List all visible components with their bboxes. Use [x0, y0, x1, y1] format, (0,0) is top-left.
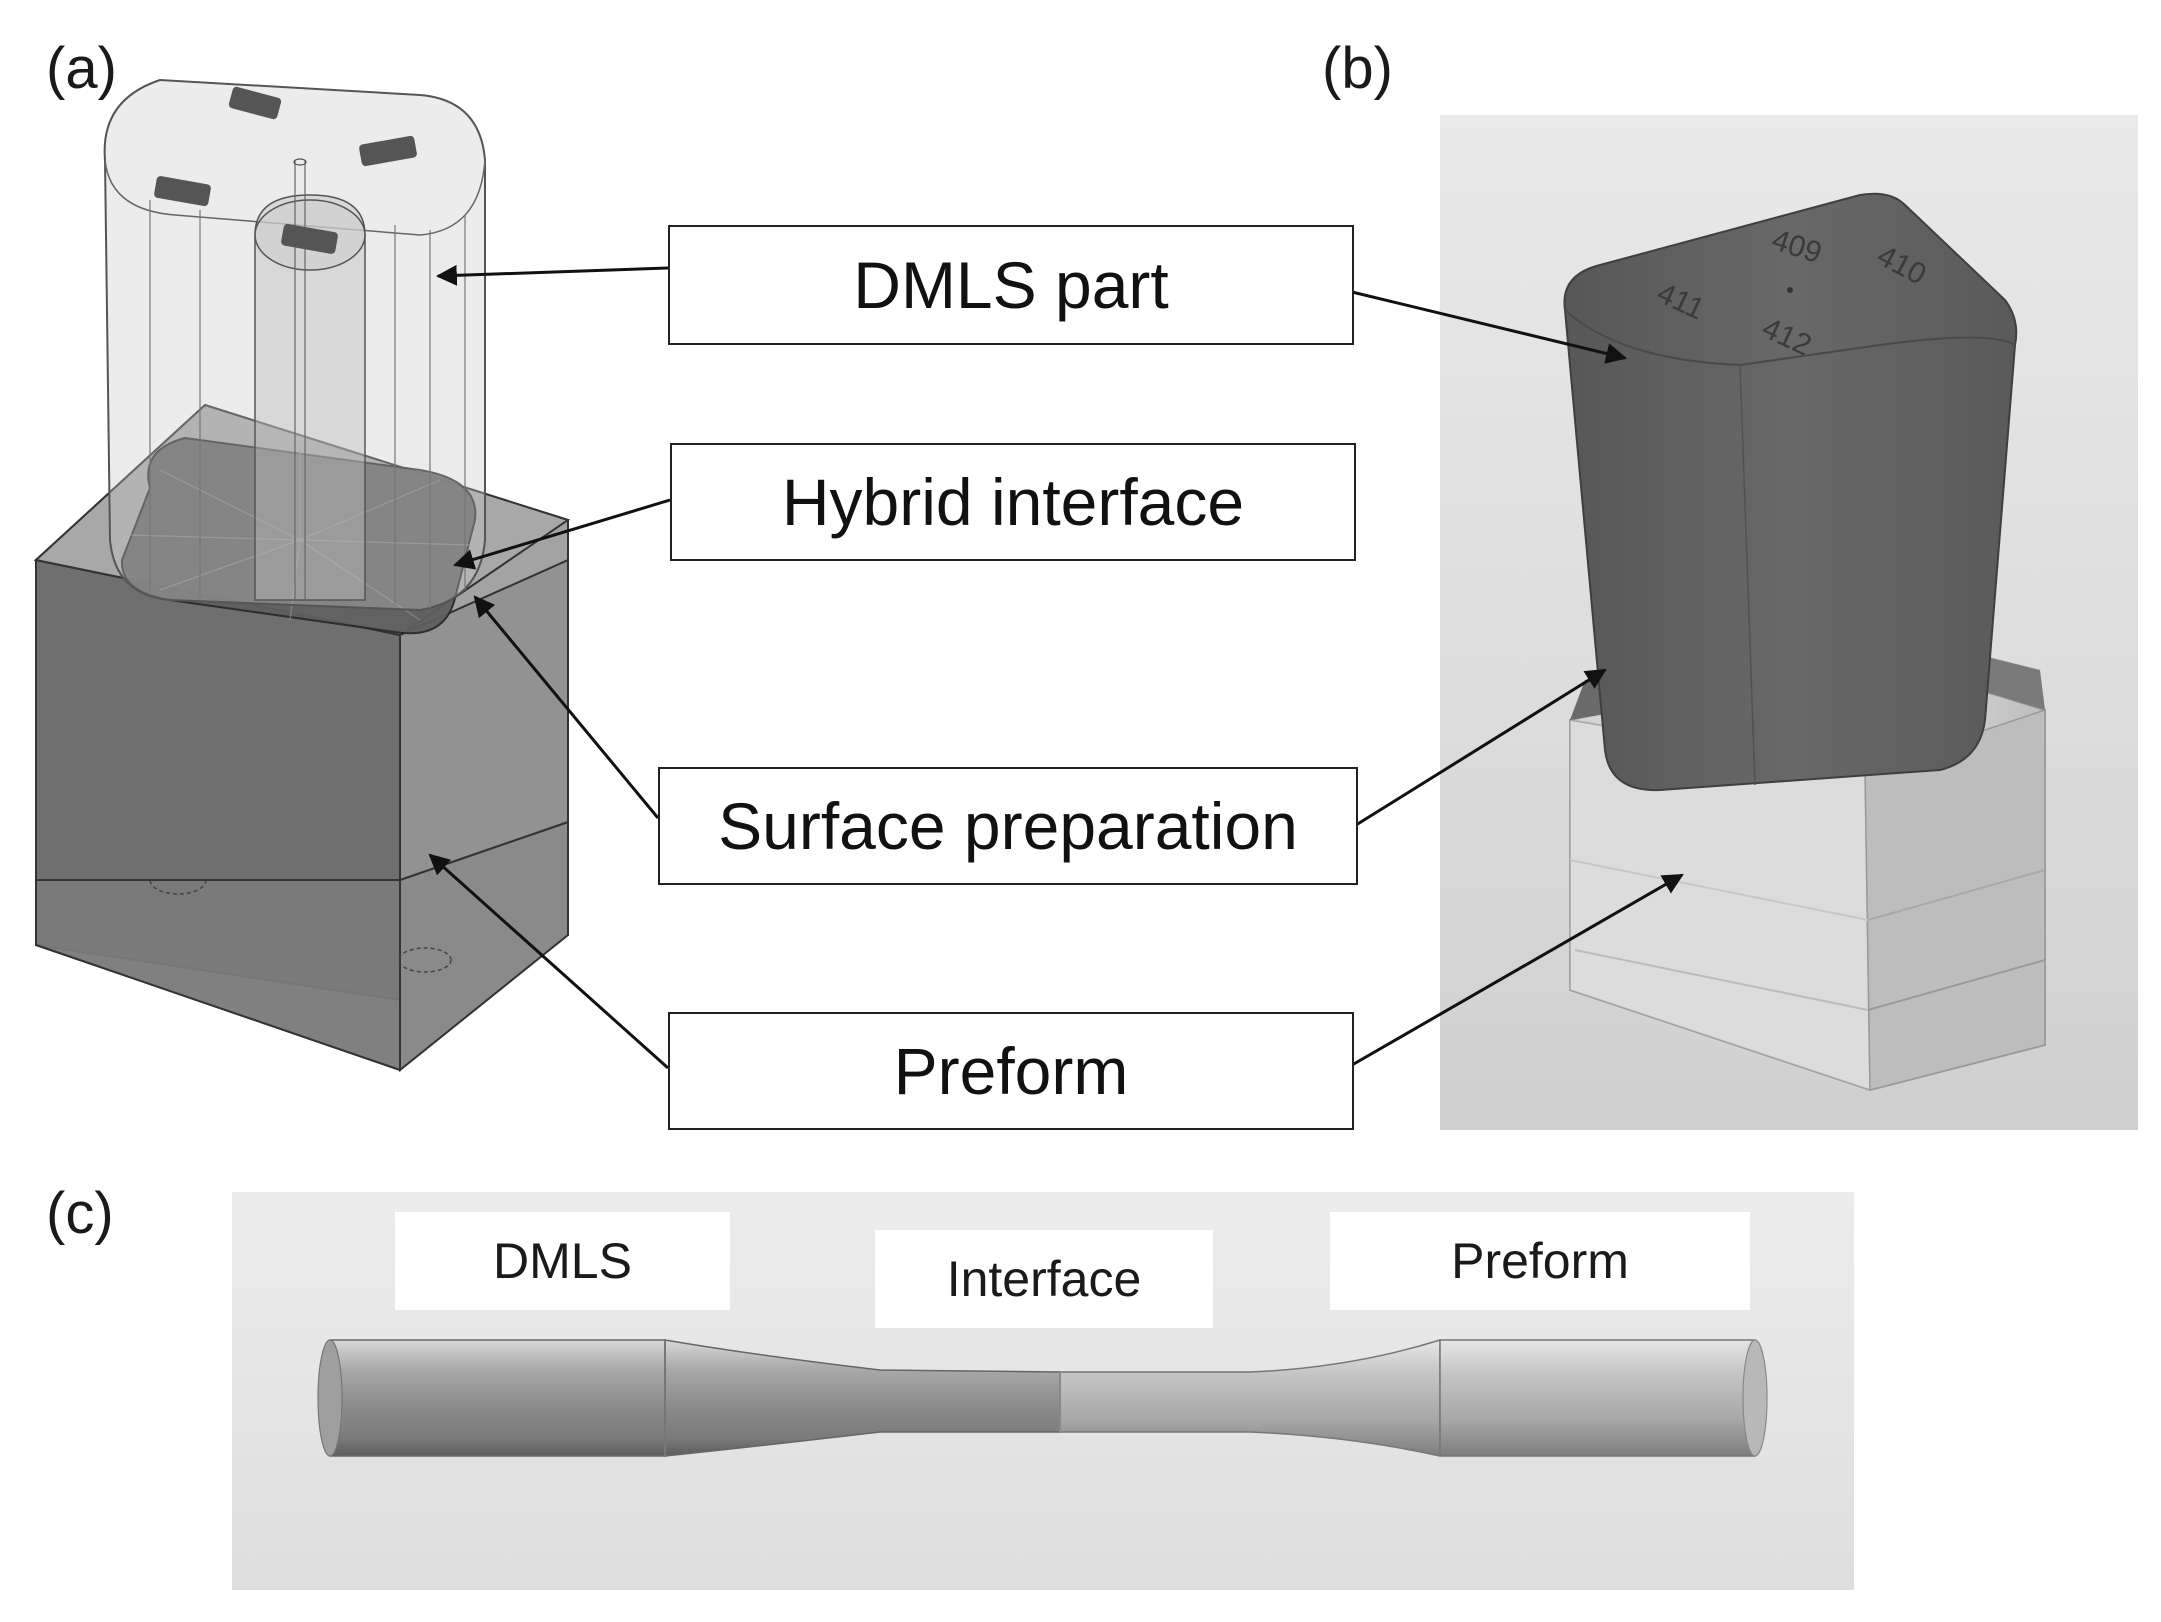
arrow-hybrid-interface [452, 498, 671, 570]
specimen-label-interface: Interface [875, 1230, 1213, 1328]
panel-label-c: (c) [46, 1181, 114, 1246]
callout-arrows [428, 264, 1684, 1070]
specimen-label-dmls: DMLS [395, 1212, 730, 1310]
arrow-surface-prep-a [473, 595, 660, 819]
arrow-preform-b [1351, 873, 1684, 1067]
arrow-dmls-part-b [1351, 290, 1628, 364]
arrow-surface-prep-b [1355, 668, 1607, 827]
arrow-preform-a [428, 853, 670, 1070]
photo-hybrid-part: 409 410 411 412 [1440, 115, 2138, 1130]
callout-dmls-part: DMLS part [668, 225, 1354, 345]
callout-hybrid-interface: Hybrid interface [670, 443, 1356, 561]
specimen-label-preform: Preform [1330, 1212, 1750, 1310]
panel-label-a: (a) [46, 36, 117, 101]
callout-surface-preparation: Surface preparation [658, 767, 1358, 885]
callout-preform: Preform [668, 1012, 1354, 1130]
arrow-dmls-part-a [435, 264, 669, 286]
cad-model [33, 78, 571, 1073]
panel-label-b: (b) [1322, 36, 1393, 101]
